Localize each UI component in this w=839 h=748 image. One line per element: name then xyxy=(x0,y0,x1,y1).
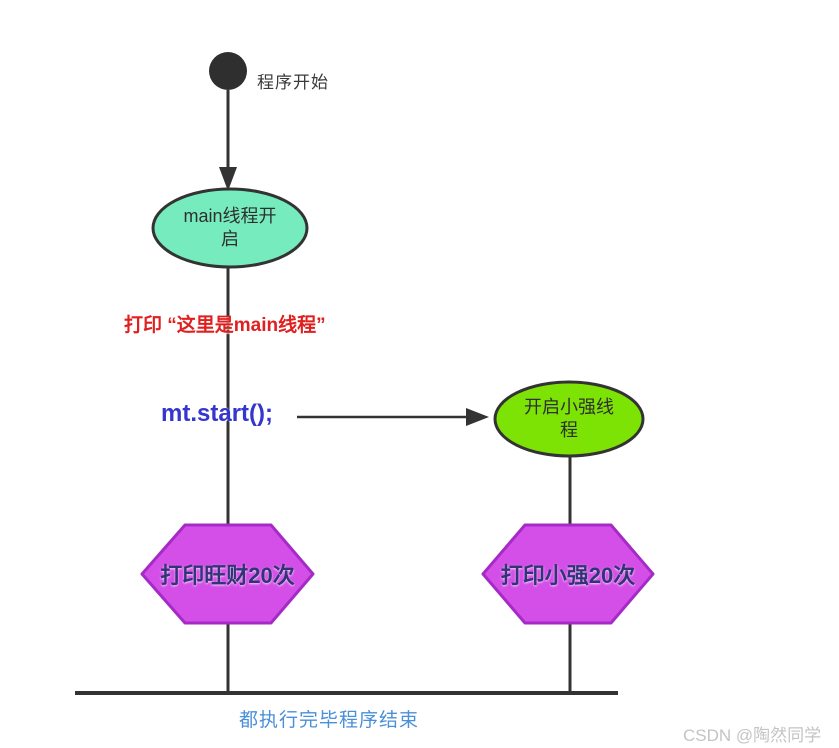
start-node-circle xyxy=(209,52,247,90)
new-thread-ellipse xyxy=(493,380,645,458)
print-wangcai-hexagon xyxy=(140,523,315,625)
print-xiaoqiang-hexagon xyxy=(481,523,655,625)
print-wangcai-label: 打印旺财20次 xyxy=(160,563,295,588)
new-thread-label: 开启小强线程 xyxy=(524,396,614,440)
arrowhead-right-icon xyxy=(466,408,489,426)
print-xiaoqiang-label: 打印小强20次 xyxy=(500,563,636,588)
watermark-text: CSDN @陶然同学 xyxy=(683,726,822,745)
arrowhead-down-icon xyxy=(219,167,237,191)
main-thread-label: main线程开启 xyxy=(183,205,277,249)
end-annotation: 都执行完毕程序结束 xyxy=(239,710,420,731)
start-node-label: 程序开始 xyxy=(257,73,329,92)
print-main-annotation: 打印 “这里是main线程” xyxy=(124,315,326,336)
main-thread-ellipse xyxy=(151,187,309,269)
code-annotation: mt.start(); xyxy=(161,400,273,427)
